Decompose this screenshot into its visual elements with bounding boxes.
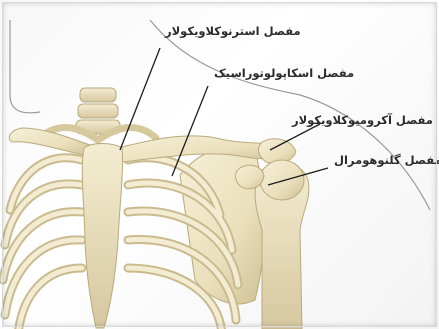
leader-acromioclavicular — [270, 124, 320, 150]
label-glenohumeral: مفصل گلنوهومرال — [334, 153, 439, 167]
label-scapulothoracic: مفصل اسکاپولوتوراسیک — [214, 66, 354, 80]
label-sternoclavicular: مفصل استرنوکلاویکولار — [165, 24, 301, 38]
sternum — [82, 144, 122, 329]
label-acromioclavicular: مفصل آکرومیوکلاویکولار — [292, 113, 433, 127]
left-body-outline — [10, 20, 40, 113]
cervical-vertebrae — [76, 88, 120, 134]
humeral-head — [260, 160, 304, 200]
acromion — [259, 139, 296, 164]
glenoid — [236, 165, 265, 189]
